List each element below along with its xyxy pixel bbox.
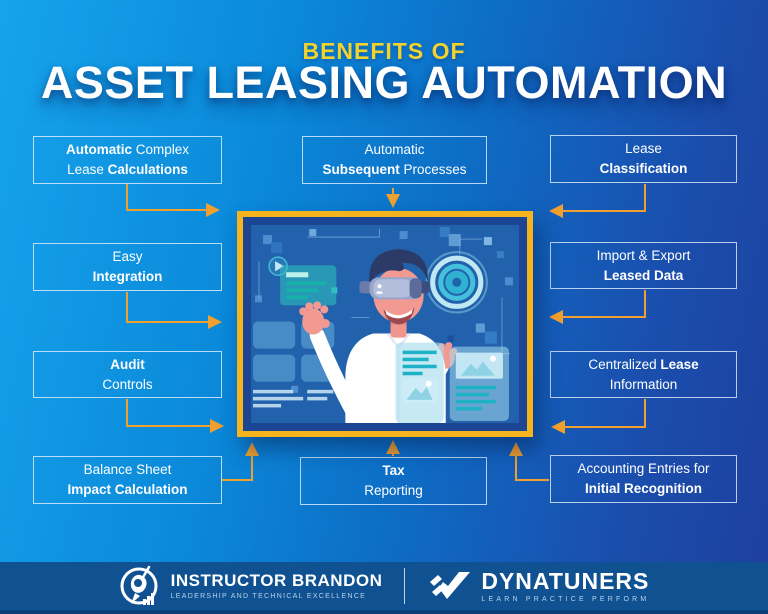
text-lines bbox=[253, 389, 334, 408]
kicker: BENEFITS OF bbox=[302, 38, 466, 64]
arrow-right-2 bbox=[549, 290, 646, 324]
arrow-left-4 bbox=[222, 442, 259, 481]
footer: INSTRUCTOR BRANDON LEADERSHIP AND TECHNI… bbox=[0, 562, 768, 614]
arrow-right-4 bbox=[509, 442, 549, 481]
arrow-left-2 bbox=[126, 292, 222, 329]
dynatuners-check-icon bbox=[430, 571, 471, 599]
arrow-right-1 bbox=[549, 184, 646, 218]
arrow-left-3 bbox=[126, 399, 224, 433]
target-circles bbox=[425, 251, 488, 314]
instructor-brandon-brand: INSTRUCTOR BRANDON LEADERSHIP AND TECHNI… bbox=[119, 564, 383, 608]
vr-illustration-frame bbox=[237, 211, 533, 437]
dynatuners-name: DYNATUNERS bbox=[481, 567, 650, 594]
dynatuners-tagline: LEARN PRACTICE PERFORM bbox=[481, 596, 650, 604]
pixel-squares bbox=[255, 227, 513, 406]
hologram-documents bbox=[395, 342, 509, 423]
page-title: ASSET LEASING AUTOMATION bbox=[40, 57, 728, 108]
instructor-brandon-name: INSTRUCTOR BRANDON bbox=[170, 571, 383, 591]
vr-illustration bbox=[251, 225, 519, 423]
arrow-right-3 bbox=[551, 399, 646, 434]
hologram-panel bbox=[280, 265, 337, 306]
instructor-brandon-tagline: LEADERSHIP AND TECHNICAL EXCELLENCE bbox=[170, 592, 367, 600]
brands-divider bbox=[404, 568, 406, 604]
instructor-brandon-logo-icon bbox=[120, 565, 158, 605]
arrow-left-1 bbox=[126, 184, 220, 217]
dynatuners-brand: DYNATUNERS LEARN PRACTICE PERFORM bbox=[427, 567, 650, 604]
